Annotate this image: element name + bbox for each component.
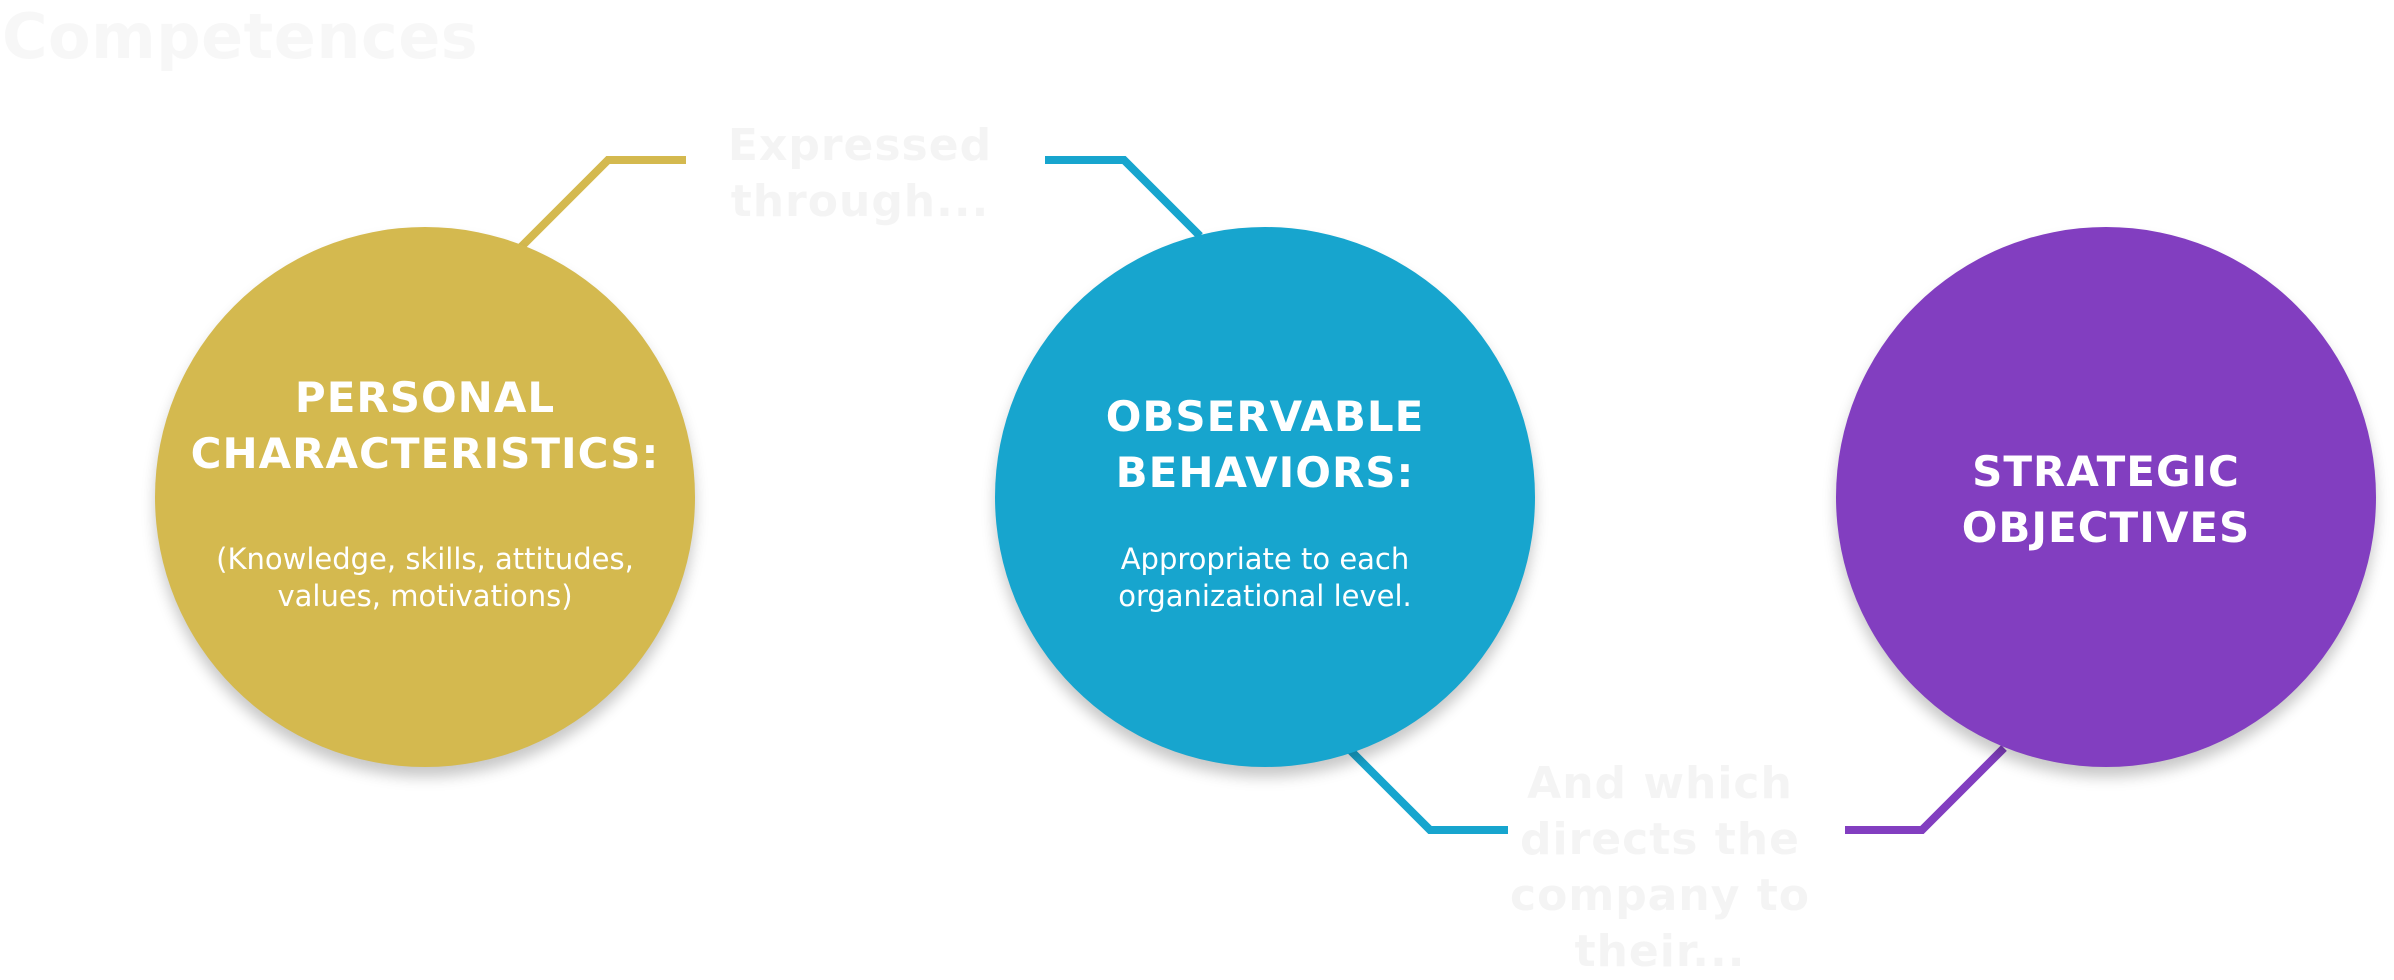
page-title: Competences (2, 0, 479, 73)
connector-objectives (1845, 745, 2007, 834)
strategic-objectives-circle: STRATEGIC OBJECTIVES (1836, 227, 2376, 767)
observable-behaviors-description: Appropriate to each organizational level… (1118, 542, 1412, 613)
connector-label-expressed: Expressed through... (727, 120, 993, 227)
personal-characteristics-heading: PERSONAL CHARACTERISTICS: (190, 373, 660, 478)
observable-behaviors-circle: OBSERVABLE BEHAVIORS: Appropriate to eac… (995, 227, 1535, 767)
personal-characteristics-circle: PERSONAL CHARACTERISTICS: (Knowledge, sk… (155, 227, 695, 767)
connector-behaviors-bottom (1347, 747, 1508, 834)
observable-behaviors-heading: OBSERVABLE BEHAVIORS: (1105, 392, 1425, 497)
connector-label-directs: And which directs the company to their..… (1510, 758, 1810, 977)
connector-personal (517, 156, 686, 251)
connector-behaviors-top (1045, 156, 1203, 239)
personal-characteristics-description: (Knowledge, skills, attitudes, values, m… (216, 542, 634, 613)
strategic-objectives-heading: STRATEGIC OBJECTIVES (1961, 447, 2251, 552)
